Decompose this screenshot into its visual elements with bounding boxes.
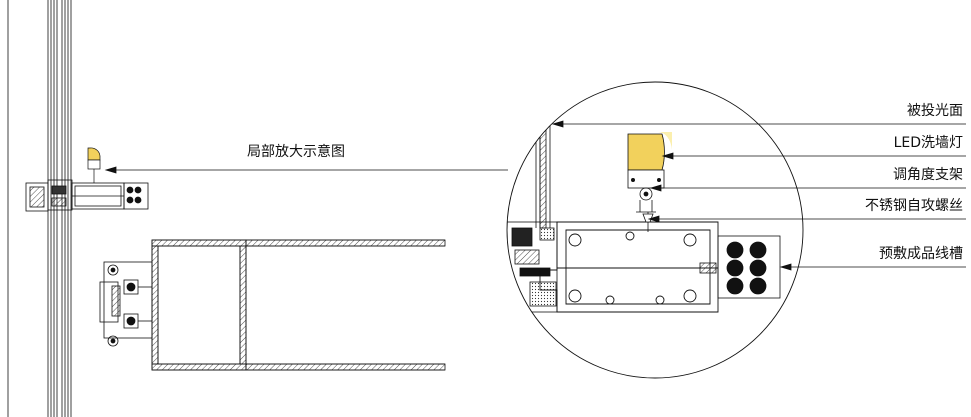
leader-lines <box>104 120 966 271</box>
detail-light-profile <box>539 221 719 313</box>
channel-screw <box>690 262 718 274</box>
small-light-profile <box>71 182 149 210</box>
led-wall-washer <box>627 131 672 189</box>
curtain-wall-mullion <box>7 0 72 417</box>
detail-mullion <box>507 221 558 313</box>
callout-stainless-screw: 不锈钢自攻螺丝 <box>865 198 963 214</box>
callout-wire-channel: 预敷成品线槽 <box>879 246 963 262</box>
angle-bracket <box>636 187 656 213</box>
callout-illuminated-surface: 被投光面 <box>907 103 963 119</box>
detail-circle <box>506 81 804 379</box>
wire-channel <box>717 235 781 299</box>
small-led-lamp <box>87 147 101 183</box>
detail-content <box>507 82 781 313</box>
steel-tube-section <box>151 239 446 371</box>
stainless-screw <box>642 212 654 232</box>
callout-led-wall-washer: LED洗墙灯 <box>893 135 963 151</box>
tube-clamp-bracket <box>99 261 153 347</box>
detail-title-label: 局部放大示意图 <box>247 144 345 160</box>
callout-angle-bracket: 调角度支架 <box>893 167 963 183</box>
illuminated-wall <box>535 82 551 229</box>
